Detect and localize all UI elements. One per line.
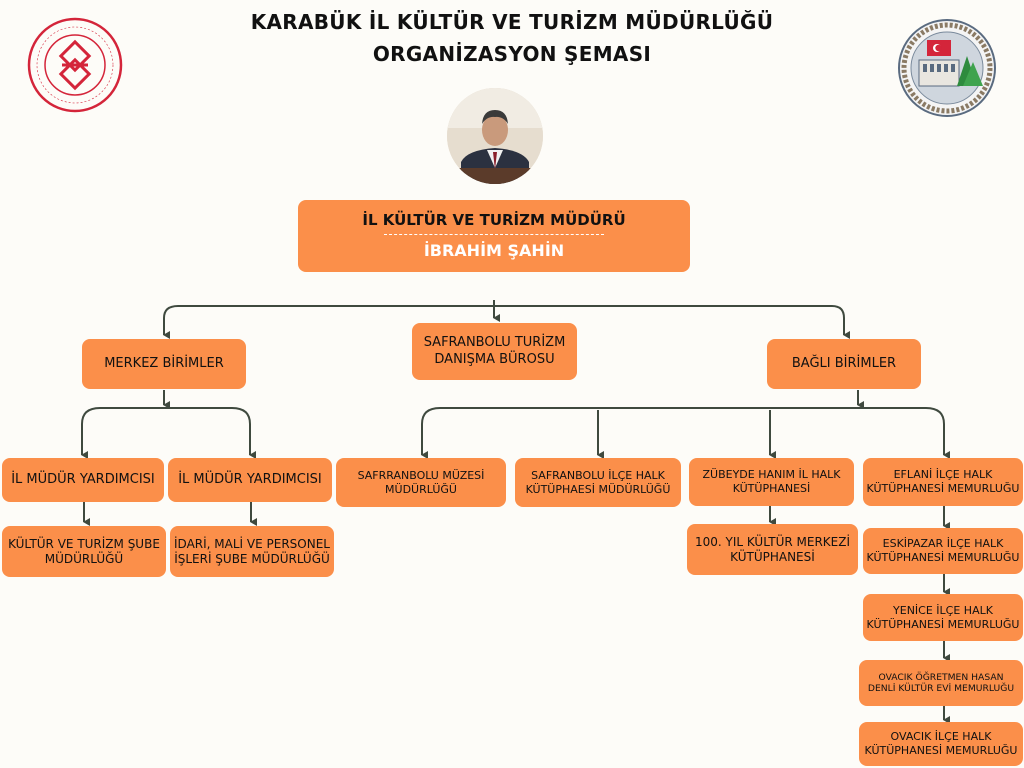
idari-mali-sube-line2: İŞLERİ ŞUBE MÜDÜRLÜĞÜ <box>174 551 330 566</box>
ministry-emblem-icon <box>27 17 123 113</box>
kultur-turizm-sube-line1: KÜLTÜR VE TURİZM ŞUBE <box>8 536 160 551</box>
ovacik-kultur-evi-line1: OVACIK ÖĞRETMEN HASAN <box>878 671 1004 683</box>
safranbolu-muzesi-line2: MÜDÜRLÜĞÜ <box>385 482 457 496</box>
eskipazar-kutuphane-box: ESKİPAZAR İLÇE HALK KÜTÜPHANESİ MEMURLUĞ… <box>863 528 1023 574</box>
safranbolu-danisma-line1: SAFRANBOLU TURİZM <box>423 335 566 351</box>
director-divider <box>384 233 604 235</box>
page-title-line1: KARABÜK İL KÜLTÜR VE TURİZM MÜDÜRLÜĞÜ <box>250 10 774 34</box>
deputy-director-2-box: İL MÜDÜR YARDIMCISI <box>168 458 332 502</box>
yil100-line1: 100. YIL KÜLTÜR MERKEZİ <box>694 534 850 549</box>
director-title: İL KÜLTÜR VE TURİZM MÜDÜRÜ <box>362 211 626 230</box>
eskipazar-line2: KÜTÜPHANESİ MEMURLUĞU <box>866 551 1020 564</box>
idari-mali-sube-box: İDARİ, MALİ VE PERSONEL İŞLERİ ŞUBE MÜDÜ… <box>170 526 334 577</box>
director-box: İL KÜLTÜR VE TURİZM MÜDÜRÜ İBRAHİM ŞAHİN <box>298 200 690 272</box>
safranbolu-kutuphane-line2: KÜTÜPHAESİ MÜDÜRLÜĞÜ <box>525 482 671 496</box>
yenice-line2: KÜTÜPHANESİ MEMURLUĞU <box>866 617 1020 631</box>
safranbolu-danisma-line2: DANIŞMA BÜROSU <box>434 351 555 367</box>
ovacik-kultur-evi-box: OVACIK ÖĞRETMEN HASAN DENLİ KÜLTÜR EVİ M… <box>859 660 1023 706</box>
ovacik-kutuphane-line1: OVACIK İLÇE HALK <box>890 730 992 744</box>
karabuk-governorship-emblem-icon <box>898 19 996 117</box>
safranbolu-kutuphane-line1: SAFRANBOLU İLÇE HALK <box>531 468 665 482</box>
deputy-director-1-label: İL MÜDÜR YARDIMCISI <box>11 471 155 487</box>
safranbolu-muzesi-box: SAFRRANBOLU MÜZESİ MÜDÜRLÜĞÜ <box>336 458 506 507</box>
yenice-kutuphane-box: YENİCE İLÇE HALK KÜTÜPHANESİ MEMURLUĞU <box>863 594 1023 641</box>
bagli-birimler-box: BAĞLI BİRİMLER <box>767 339 921 389</box>
merkez-birimler-box: MERKEZ BİRİMLER <box>82 339 246 389</box>
yil100-kultur-merkezi-box: 100. YIL KÜLTÜR MERKEZİ KÜTÜPHANESİ <box>687 524 858 575</box>
kultur-turizm-sube-box: KÜLTÜR VE TURİZM ŞUBE MÜDÜRLÜĞÜ <box>2 526 166 577</box>
yil100-line2: KÜTÜPHANESİ <box>730 549 815 564</box>
ovacik-kultur-evi-line2: DENLİ KÜLTÜR EVİ MEMURLUĞU <box>867 683 1015 694</box>
zubeyde-hanim-kutuphane-box: ZÜBEYDE HANIM İL HALK KÜTÜPHANESİ <box>689 458 854 506</box>
deputy-director-2-label: İL MÜDÜR YARDIMCISI <box>178 471 322 487</box>
yenice-line1: YENİCE İLÇE HALK <box>893 603 993 617</box>
deputy-director-1-box: İL MÜDÜR YARDIMCISI <box>2 458 164 502</box>
eskipazar-line1: ESKİPAZAR İLÇE HALK <box>882 537 1004 551</box>
merkez-birimler-label: MERKEZ BİRİMLER <box>104 355 224 371</box>
zubeyde-hanim-line2: KÜTÜPHANESİ <box>732 482 811 495</box>
safranbolu-danisma-box: SAFRANBOLU TURİZM DANIŞMA BÜROSU <box>412 323 577 380</box>
ovacik-kutuphane-line2: KÜTÜPHANESİ MEMURLUĞU <box>864 744 1018 757</box>
eflani-kutuphane-box: EFLANİ İLÇE HALK KÜTÜPHANESİ MEMURLUĞU <box>863 458 1023 506</box>
director-name: İBRAHİM ŞAHİN <box>423 240 565 260</box>
eflani-line1: EFLANİ İLÇE HALK <box>893 468 993 482</box>
safranbolu-kutuphane-box: SAFRANBOLU İLÇE HALK KÜTÜPHAESİ MÜDÜRLÜĞ… <box>515 458 681 507</box>
ovacik-kutuphane-box: OVACIK İLÇE HALK KÜTÜPHANESİ MEMURLUĞU <box>859 722 1023 766</box>
idari-mali-sube-line1: İDARİ, MALİ VE PERSONEL <box>174 536 330 551</box>
kultur-turizm-sube-line2: MÜDÜRLÜĞÜ <box>44 551 124 566</box>
page-title-line2: ORGANİZASYON ŞEMASI <box>372 42 652 66</box>
bagli-birimler-label: BAĞLI BİRİMLER <box>791 355 897 371</box>
safranbolu-muzesi-line1: SAFRRANBOLU MÜZESİ <box>357 468 485 482</box>
eflani-line2: KÜTÜPHANESİ MEMURLUĞU <box>866 482 1020 495</box>
zubeyde-hanim-line1: ZÜBEYDE HANIM İL HALK <box>702 468 841 482</box>
